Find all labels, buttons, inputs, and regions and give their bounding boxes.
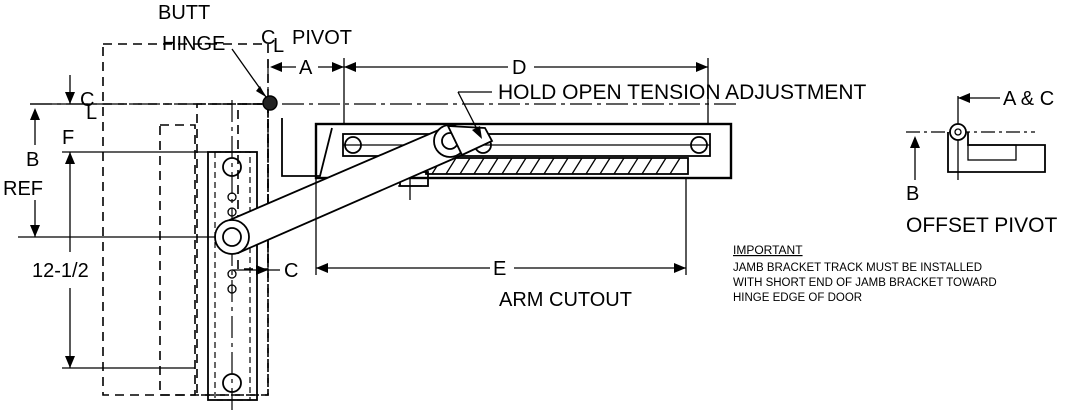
butt-hinge-label-line1: BUTT xyxy=(158,2,210,24)
hold-open-leader xyxy=(457,91,492,139)
dimension-d-label: D xyxy=(512,57,526,79)
dimension-e-label: E xyxy=(493,258,506,280)
jamb-bracket xyxy=(207,151,258,401)
arm-cutout-label: ARM CUTOUT xyxy=(499,289,632,311)
arm-cutout-hatching xyxy=(431,157,681,175)
dimension-a-label: A xyxy=(299,57,313,79)
offset-pivot-b-label: B xyxy=(906,183,919,205)
important-note-line3: HINGE EDGE OF DOOR xyxy=(733,292,862,304)
dimension-e xyxy=(315,178,687,275)
ref-label: REF xyxy=(3,178,43,200)
dimension-f xyxy=(62,151,208,369)
pivot-label: PIVOT xyxy=(292,27,352,49)
hold-open-tension-label: HOLD OPEN TENSION ADJUSTMENT xyxy=(498,81,867,104)
dimension-b-label: B xyxy=(26,149,39,171)
cl-left-l: L xyxy=(86,102,97,124)
cl-pivot-l: L xyxy=(273,35,284,57)
important-note-line2: WITH SHORT END OF JAMB BRACKET TOWARD xyxy=(733,277,997,289)
offset-pivot-a-c-label: A & C xyxy=(1003,88,1054,110)
dimension-a xyxy=(270,58,345,124)
important-note-line1: JAMB BRACKET TRACK MUST BE INSTALLED xyxy=(733,262,982,274)
butt-hinge-label-line2: HINGE xyxy=(162,33,225,55)
cl-pivot-c: C xyxy=(261,27,275,49)
arm-bracket xyxy=(281,118,333,177)
dimension-d xyxy=(344,58,709,124)
offset-pivot-detail xyxy=(906,93,1046,180)
dimension-c xyxy=(232,265,280,275)
butt-hinge-pivot xyxy=(262,95,278,111)
dimension-b-ref xyxy=(18,108,216,238)
dimension-12-half-label: 12-1/2 xyxy=(32,260,89,282)
important-note-heading: IMPORTANT xyxy=(733,243,803,257)
dimension-f-label: F xyxy=(62,127,74,149)
cl-left-c: C xyxy=(80,89,94,111)
offset-pivot-title: OFFSET PIVOT xyxy=(906,214,1057,237)
dimension-c-label: C xyxy=(284,260,298,282)
